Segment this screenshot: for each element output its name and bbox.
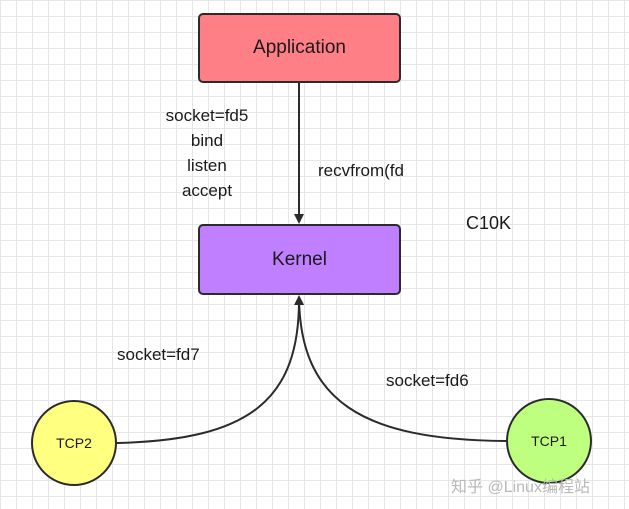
syscall-socket: socket=fd5 [165, 106, 249, 125]
syscall-listen: listen [187, 156, 227, 175]
tcp2-to-kernel-curve [116, 295, 305, 444]
tcp2-socket-label: socket=fd7 [117, 345, 200, 364]
syscall-accept: accept [181, 181, 233, 200]
application-label: Application [253, 37, 346, 58]
kernel-node: Kernel [198, 224, 401, 295]
tcp1-to-kernel-curve [298, 296, 507, 442]
kernel-label: Kernel [272, 248, 327, 270]
tcp1-node: TCP1 [506, 398, 592, 484]
recvfrom-label: recvfrom(fd [318, 161, 404, 180]
tcp1-socket-label: socket=fd6 [386, 371, 469, 390]
tcp2-label: TCP2 [56, 435, 92, 451]
tcp1-label: TCP1 [531, 433, 567, 449]
watermark: 知乎 @Linux编程站 [451, 479, 590, 496]
application-node: Application [198, 13, 401, 83]
syscall-bind: bind [190, 131, 224, 150]
syscall-list: socket=fd5 bind listen accept [143, 103, 271, 203]
tcp2-node: TCP2 [31, 400, 117, 486]
c10k-label: C10K [466, 213, 512, 233]
